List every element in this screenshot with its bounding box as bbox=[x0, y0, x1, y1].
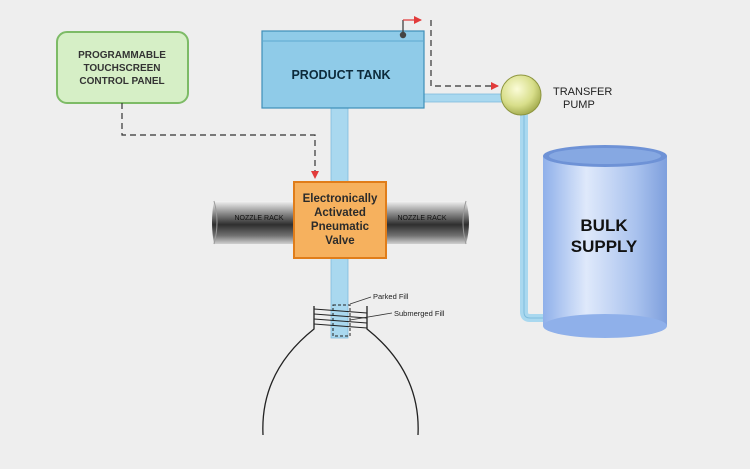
bulk-supply-pipe-outline bbox=[523, 108, 546, 319]
bulk-supply-tank bbox=[543, 145, 667, 338]
panel-to-valve-control-line bbox=[121, 103, 319, 179]
bulk-supply-pipe bbox=[520, 104, 550, 322]
valve-label-line2: Activated bbox=[314, 207, 366, 219]
submerged-fill-pointer bbox=[349, 312, 393, 321]
transfer-pump-label-line2: PUMP bbox=[563, 99, 595, 111]
nozzle-rack-label-right: NOZZLE RACK bbox=[397, 215, 446, 222]
pneumatic-valve bbox=[293, 181, 387, 259]
transfer-pump bbox=[500, 74, 542, 116]
control-panel-label-line1: PROGRAMMABLE bbox=[78, 50, 166, 61]
bottle-neck-threads bbox=[313, 308, 368, 329]
transfer-pump-label-line1: TRANSFER bbox=[553, 86, 612, 98]
level-sensor-float-icon bbox=[399, 31, 407, 39]
nozzle-rack-right bbox=[386, 200, 469, 245]
bottle-outline bbox=[262, 306, 419, 436]
valve-label-line3: Pneumatic bbox=[311, 221, 370, 233]
bulk-supply-label-line1: BULK bbox=[580, 216, 628, 235]
valve-label-line1: Electronically bbox=[303, 193, 378, 205]
pump-to-tank-pipe bbox=[423, 93, 503, 103]
parked-fill-label: Parked Fill bbox=[373, 292, 409, 301]
valve-label-line4: Valve bbox=[325, 235, 354, 247]
nozzle-rack-label-left: NOZZLE RACK bbox=[234, 215, 283, 222]
sensor-to-pump-control-line bbox=[430, 20, 499, 90]
bulk-supply-label-line2: SUPPLY bbox=[571, 237, 638, 256]
nozzle-rack-left bbox=[212, 200, 298, 245]
product-tank bbox=[261, 30, 425, 109]
nozzle-submerged-outline bbox=[332, 304, 351, 337]
product-tank-label: PRODUCT TANK bbox=[291, 68, 390, 82]
submerged-fill-label: Submerged Fill bbox=[394, 309, 445, 318]
control-panel-label-line3: CONTROL PANEL bbox=[79, 76, 164, 87]
parked-fill-pointer bbox=[349, 296, 372, 305]
control-panel-label-line2: TOUCHSCREEN bbox=[83, 63, 160, 74]
